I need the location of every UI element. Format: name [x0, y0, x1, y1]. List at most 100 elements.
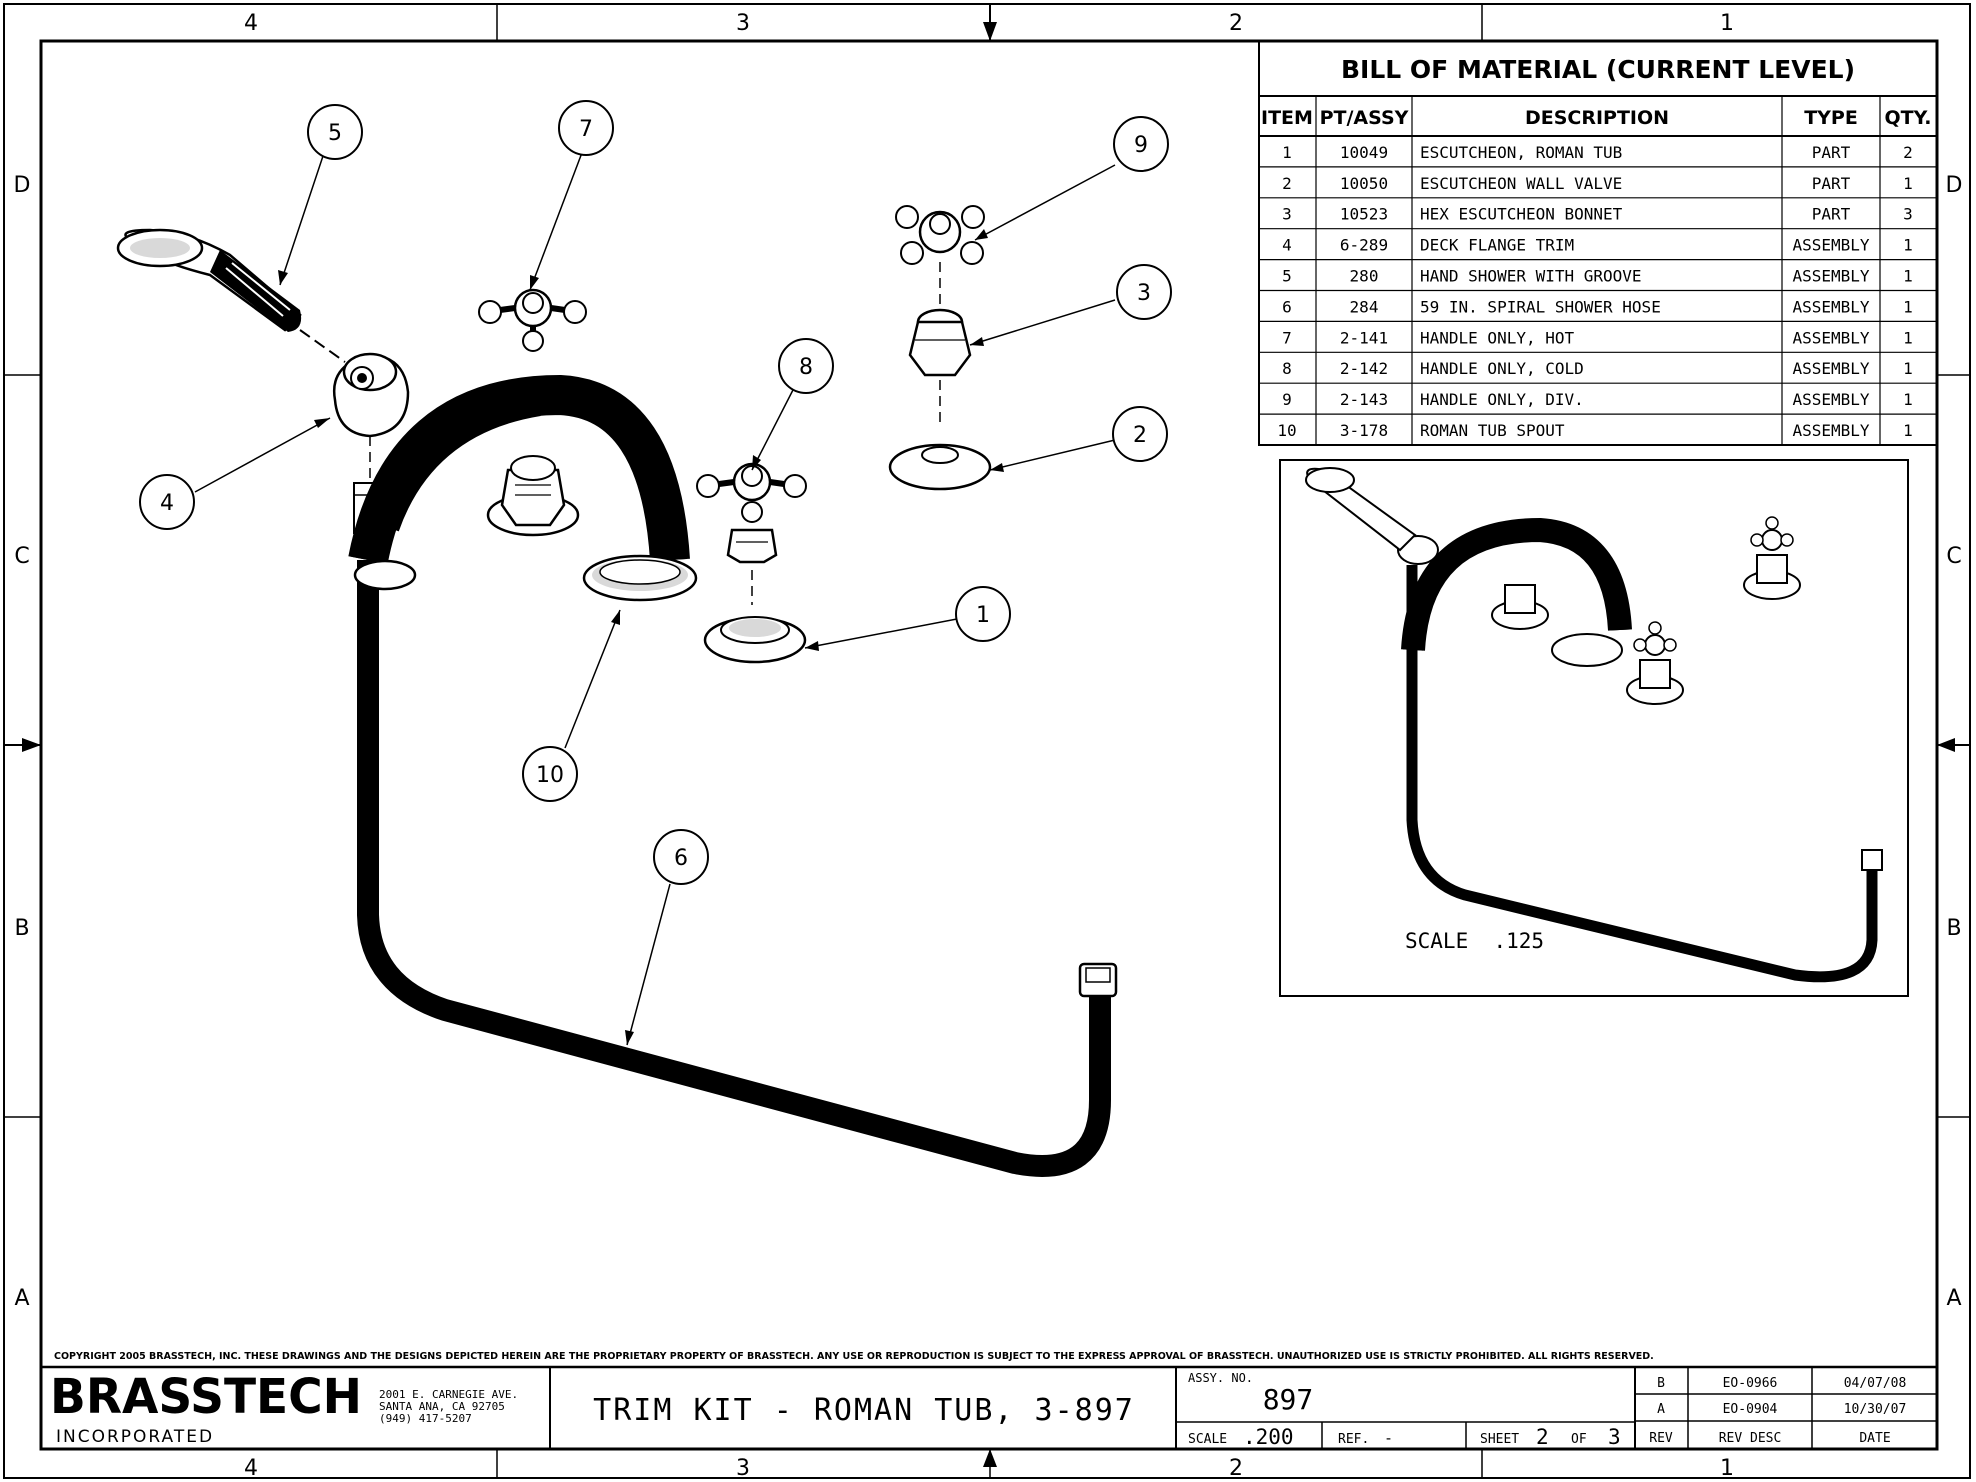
assy-no-label: ASSY. NO.: [1188, 1371, 1253, 1385]
bom-cell-ptassy: 10050: [1340, 174, 1388, 193]
bom-cell-item: 5: [1282, 267, 1292, 286]
zone-row-left-b: B: [14, 916, 29, 941]
bom-cell-item: 2: [1282, 174, 1292, 193]
zone-col-bottom-2: 3: [736, 1456, 750, 1481]
cold-handle: [696, 462, 807, 564]
bom-cell-ptassy: 10049: [1340, 143, 1388, 162]
zone-col-top-3: 2: [1229, 11, 1243, 36]
bom-cell-description: 59 IN. SPIRAL SHOWER HOSE: [1420, 297, 1661, 316]
sheet-number: 2: [1536, 1425, 1549, 1449]
inset-scale-label: SCALE .125: [1405, 929, 1544, 953]
zone-row-right-d: D: [1946, 173, 1963, 198]
balloons: 5 7 9 3 8 2 4 1 10 6: [139, 100, 1172, 885]
bom-title: BILL OF MATERIAL (CURRENT LEVEL): [1341, 55, 1855, 84]
drawing-title: TRIM KIT - ROMAN TUB, 3-897: [593, 1393, 1135, 1428]
leader-lines: [194, 149, 1116, 1046]
outer-border: [3, 3, 1971, 1479]
bom-cell-ptassy: 2-142: [1340, 359, 1388, 378]
bom-cell-type: PART: [1812, 143, 1851, 162]
address-line-3: (949) 417-5207: [379, 1412, 472, 1425]
bom-cell-description: HANDLE ONLY, HOT: [1420, 328, 1574, 347]
bom-cell-qty: 2: [1903, 143, 1913, 162]
zone-col-top-4: 1: [1720, 11, 1734, 36]
bom-cell-qty: 1: [1903, 174, 1913, 193]
bom-cell-item: 6: [1282, 297, 1292, 316]
bom-cell-type: ASSEMBLY: [1792, 390, 1869, 409]
hex-escutcheon-bonnet: [908, 308, 972, 377]
zone-col-top-2: 3: [736, 11, 750, 36]
bill-of-material: BILL OF MATERIAL (CURRENT LEVEL) ITEM PT…: [1258, 40, 1938, 446]
rev-a-letter: A: [1657, 1402, 1665, 1417]
zone-row-left-c: C: [14, 544, 29, 569]
inner-border: [39, 39, 1939, 1451]
bom-cell-item: 8: [1282, 359, 1292, 378]
rev-a-date: 10/30/07: [1844, 1402, 1907, 1417]
rev-b-letter: B: [1657, 1376, 1665, 1391]
bom-cell-description: ESCUTCHEON, ROMAN TUB: [1420, 143, 1622, 162]
bom-cell-type: PART: [1812, 205, 1851, 224]
rev-a-desc: EO-0904: [1723, 1402, 1778, 1417]
bom-cell-ptassy: 10523: [1340, 205, 1388, 224]
balloon-8: 8: [799, 355, 813, 380]
ref-label: REF.: [1338, 1432, 1369, 1447]
balloon-1: 1: [976, 603, 990, 628]
bom-cell-qty: 1: [1903, 267, 1913, 286]
rev-header: REV: [1649, 1431, 1673, 1446]
bom-cell-item: 3: [1282, 205, 1292, 224]
scale-value: .200: [1243, 1425, 1294, 1449]
bom-header-type: TYPE: [1804, 107, 1858, 129]
balloon-3: 3: [1137, 281, 1151, 306]
bom-header-item: ITEM: [1261, 107, 1313, 129]
bom-cell-item: 9: [1282, 390, 1292, 409]
zone-col-bottom-3: 2: [1229, 1456, 1243, 1481]
sheet-total: 3: [1608, 1425, 1621, 1449]
balloon-7: 7: [579, 117, 593, 142]
bom-cell-description: ESCUTCHEON WALL VALVE: [1420, 174, 1622, 193]
bom-cell-description: HEX ESCUTCHEON BONNET: [1420, 205, 1623, 224]
scale-label: SCALE: [1188, 1432, 1227, 1447]
bom-cell-ptassy: 2-143: [1340, 390, 1388, 409]
zone-row-right-a: A: [1946, 1286, 1961, 1311]
bom-cell-qty: 1: [1903, 390, 1913, 409]
bom-cell-ptassy: 284: [1350, 297, 1379, 316]
bom-cell-ptassy: 280: [1350, 267, 1379, 286]
bom-cell-type: PART: [1812, 174, 1851, 193]
company-logo: BRASSTECH: [50, 1369, 362, 1425]
inset-view: SCALE .125: [1279, 459, 1909, 997]
date-header: DATE: [1859, 1431, 1890, 1446]
zone-row-right-c: C: [1946, 544, 1961, 569]
balloon-9: 9: [1134, 133, 1148, 158]
bom-cell-item: 1: [1282, 143, 1292, 162]
sheet-label: SHEET: [1480, 1432, 1519, 1447]
bom-cell-description: HAND SHOWER WITH GROOVE: [1420, 267, 1642, 286]
hot-handle: [478, 288, 587, 352]
zone-col-bottom-4: 1: [1720, 1456, 1734, 1481]
ref-value: -: [1384, 1429, 1393, 1447]
balloon-5: 5: [328, 121, 342, 146]
bom-cell-qty: 1: [1903, 236, 1913, 255]
bom-cell-qty: 1: [1903, 359, 1913, 378]
balloon-10: 10: [536, 763, 564, 788]
balloon-4: 4: [160, 491, 174, 516]
zone-row-left-d: D: [14, 173, 31, 198]
hand-shower: [116, 228, 302, 332]
balloon-6: 6: [674, 846, 688, 871]
bom-cell-qty: 1: [1903, 421, 1913, 440]
address-line-2: SANTA ANA, CA 92705: [379, 1400, 505, 1413]
diverter-handle: [895, 205, 985, 265]
bom-cell-item: 4: [1282, 236, 1292, 255]
bom-cell-qty: 3: [1903, 205, 1913, 224]
rev-desc-header: REV DESC: [1719, 1431, 1782, 1446]
bom-cell-type: ASSEMBLY: [1792, 236, 1869, 255]
bom-cell-type: ASSEMBLY: [1792, 297, 1869, 316]
deck-flange-trim: [332, 352, 410, 438]
copyright-notice: COPYRIGHT 2005 BRASSTECH, INC. THESE DRA…: [54, 1351, 1654, 1362]
zone-col-bottom-1: 4: [244, 1456, 258, 1481]
centering-arrows: [4, 4, 1970, 1467]
bom-cell-qty: 1: [1903, 328, 1913, 347]
company-sub: INCORPORATED: [56, 1427, 214, 1447]
bom-cell-item: 10: [1277, 421, 1296, 440]
exploded-view: [116, 205, 1118, 1177]
leader-arrowheads: [278, 229, 1004, 1045]
zone-row-right-b: B: [1946, 916, 1961, 941]
